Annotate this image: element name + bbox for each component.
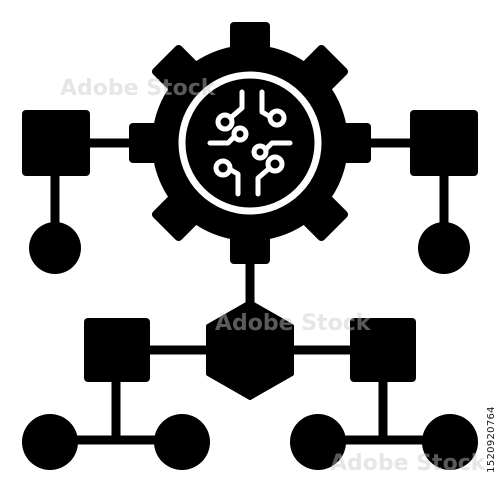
circuit-trace-4 — [255, 163, 275, 197]
node-circle-bottom-2 — [154, 414, 210, 470]
node-circle-right — [418, 222, 470, 274]
node-square-bottom-right — [350, 318, 416, 382]
node-circle-bottom-3 — [290, 414, 346, 470]
gear-shape — [129, 22, 371, 264]
circuit-node-6 — [251, 143, 269, 161]
node-circle-left — [29, 222, 81, 274]
circuit-node-2 — [267, 108, 287, 128]
circuit-node-1 — [215, 112, 235, 132]
circuit-chip-icon — [178, 71, 322, 215]
node-square-bottom-left — [84, 318, 150, 382]
circuit-node-3 — [213, 158, 233, 178]
node-hexagon-center — [206, 300, 294, 400]
svg-text:Adobe Stock: Adobe Stock — [330, 451, 487, 476]
svg-text:Adobe Stock: Adobe Stock — [60, 76, 217, 101]
circuit-node-4 — [265, 154, 285, 174]
stock-watermark: Adobe Stock Adobe Stock Adobe Stock — [60, 76, 487, 476]
gear-teeth — [129, 22, 371, 264]
node-square-top-left — [22, 110, 90, 176]
stock-id-text: 1520920764 — [485, 405, 497, 473]
node-square-top-right — [410, 110, 478, 176]
svg-text:Adobe Stock: Adobe Stock — [215, 311, 372, 336]
stock-id-label: 1520920764 — [484, 380, 498, 498]
node-circle-bottom-1 — [22, 414, 78, 470]
chip-outer-ring — [178, 71, 322, 215]
circuit-node-5 — [231, 125, 249, 143]
circuit-trace-3 — [225, 89, 245, 123]
node-circle-bottom-4 — [422, 414, 478, 470]
